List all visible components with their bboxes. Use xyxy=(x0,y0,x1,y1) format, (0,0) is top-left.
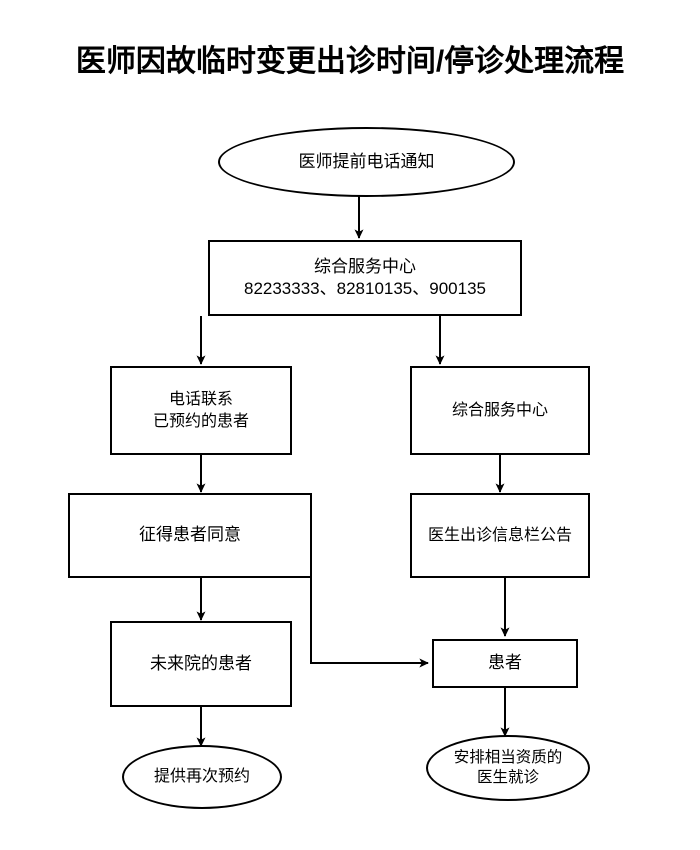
node-rebook-label: 提供再次预约 xyxy=(153,768,250,786)
node-phone-contact[interactable]: 电话联系 已预约的患者 xyxy=(110,366,292,455)
page-title: 医师因故临时变更出诊时间/停诊处理流程 xyxy=(75,45,625,78)
node-rebook[interactable]: 提供再次预约 xyxy=(122,745,282,809)
node-patient-consent-label: 征得患者同意 xyxy=(139,525,241,545)
node-qualified-doctor-label: 安排相当资质的 医生就诊 xyxy=(453,748,563,786)
node-bulletin-board[interactable]: 医生出诊信息栏公告 xyxy=(410,493,590,578)
node-service-center-right[interactable]: 综合服务中心 xyxy=(410,366,590,455)
node-service-center-main-label: 综合服务中心 82233333、82810135、900135 xyxy=(243,256,486,298)
node-qualified-doctor[interactable]: 安排相当资质的 医生就诊 xyxy=(426,735,590,801)
node-patient-label: 患者 xyxy=(488,653,522,673)
node-start-notice[interactable]: 医师提前电话通知 xyxy=(218,127,515,197)
node-not-arrived-patient-label: 未来院的患者 xyxy=(150,653,252,673)
node-start-notice-label: 医师提前电话通知 xyxy=(298,151,435,171)
node-not-arrived-patient[interactable]: 未来院的患者 xyxy=(110,621,292,707)
node-phone-contact-label: 电话联系 已预约的患者 xyxy=(152,391,249,430)
node-service-center-main[interactable]: 综合服务中心 82233333、82810135、900135 xyxy=(208,240,522,316)
node-patient-consent[interactable]: 征得患者同意 xyxy=(68,493,312,578)
node-patient[interactable]: 患者 xyxy=(432,639,578,688)
edge-consent-to-patient xyxy=(310,578,429,668)
node-service-center-right-label: 综合服务中心 xyxy=(451,401,548,419)
node-bulletin-board-label: 医生出诊信息栏公告 xyxy=(427,526,572,544)
